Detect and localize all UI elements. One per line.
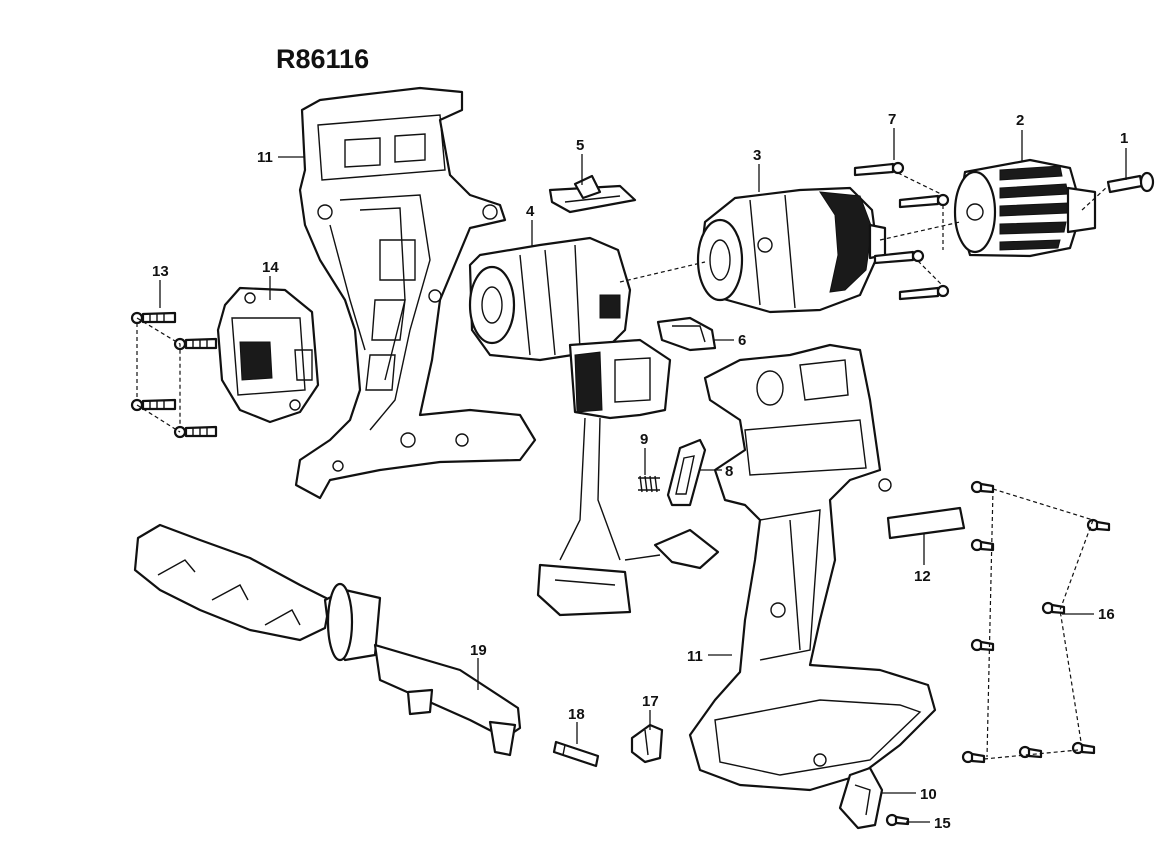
part-13-screws bbox=[130, 311, 218, 439]
callout-6: 6 bbox=[738, 332, 746, 349]
screw bbox=[853, 161, 905, 177]
part-6-direction-lever bbox=[656, 316, 717, 352]
part-11-left-housing bbox=[294, 86, 537, 500]
part-10-belt-clip bbox=[838, 766, 884, 830]
screw bbox=[173, 425, 218, 439]
screw bbox=[970, 480, 995, 494]
callout-7: 7 bbox=[888, 111, 896, 128]
part-16-screws bbox=[961, 480, 1111, 764]
callout-11-right-housing: 11 bbox=[687, 648, 703, 665]
part-3-gearbox bbox=[696, 186, 887, 314]
part-8-clip bbox=[666, 438, 707, 507]
callout-2: 2 bbox=[1016, 112, 1024, 129]
screw bbox=[970, 538, 995, 552]
leader-lines bbox=[159, 128, 1127, 823]
part-14-motor-cover bbox=[216, 286, 320, 424]
part-12-label bbox=[886, 506, 966, 540]
part-9-spring bbox=[638, 475, 660, 493]
callout-12: 12 bbox=[914, 568, 931, 585]
part-4-motor-switch-assembly bbox=[468, 236, 720, 617]
screw bbox=[173, 337, 218, 351]
part-18-bit bbox=[552, 740, 600, 768]
callout-13: 13 bbox=[152, 263, 169, 280]
part-7-screws bbox=[853, 161, 950, 301]
part-2-chuck bbox=[953, 158, 1097, 258]
screw bbox=[1086, 518, 1111, 532]
screw bbox=[1018, 745, 1043, 759]
screw bbox=[130, 311, 177, 325]
assembly-axis-line bbox=[619, 185, 1109, 283]
part-19-auxiliary-handle bbox=[133, 523, 522, 757]
callout-5: 5 bbox=[576, 137, 584, 154]
callout-11-left-housing: 11 bbox=[257, 149, 273, 166]
callout-15: 15 bbox=[934, 815, 951, 832]
screw bbox=[961, 750, 986, 764]
callout-9: 9 bbox=[640, 431, 648, 448]
part-1-chuck-screw bbox=[1106, 171, 1155, 194]
callout-1: 1 bbox=[1120, 130, 1128, 147]
part-5-switch-cover bbox=[548, 174, 637, 214]
screw bbox=[1041, 601, 1066, 615]
callout-numbers: 1 2 3 4 5 6 7 8 9 10 11 11 12 13 14 15 1… bbox=[152, 111, 1128, 832]
callout-8: 8 bbox=[725, 463, 733, 480]
callout-4: 4 bbox=[526, 203, 535, 220]
screw bbox=[873, 249, 925, 265]
model-number-title: R86116 bbox=[276, 44, 369, 74]
part-17-bit-holder bbox=[630, 723, 664, 764]
screw bbox=[1071, 741, 1096, 755]
callout-3: 3 bbox=[753, 147, 761, 164]
screw bbox=[898, 284, 950, 301]
callout-10: 10 bbox=[920, 786, 937, 803]
callout-17: 17 bbox=[642, 693, 659, 710]
screw bbox=[898, 193, 950, 209]
callout-19: 19 bbox=[470, 642, 487, 659]
callout-16: 16 bbox=[1098, 606, 1115, 623]
callout-14: 14 bbox=[262, 259, 279, 276]
part-15-screw bbox=[885, 813, 910, 827]
screw bbox=[130, 398, 177, 412]
callout-18: 18 bbox=[568, 706, 585, 723]
part-11-right-housing bbox=[688, 343, 937, 792]
